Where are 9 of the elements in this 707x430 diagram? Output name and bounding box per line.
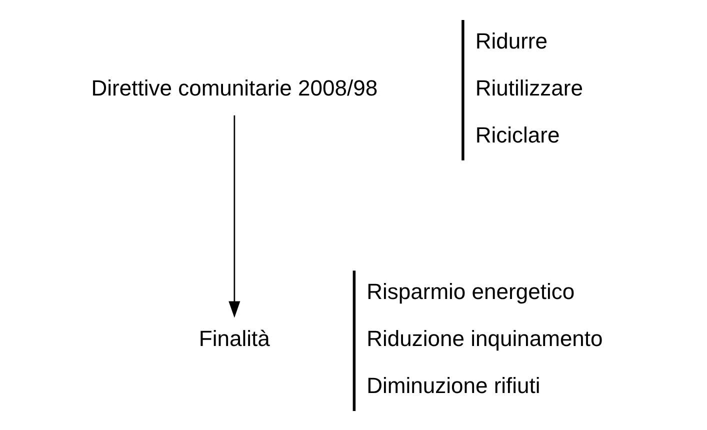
label: Ridurre	[475, 28, 548, 54]
label: Riciclare	[475, 122, 560, 147]
node-text: Finalità	[198, 326, 270, 351]
arrow	[228, 114, 240, 318]
label: Riutilizzare	[475, 74, 584, 100]
label: Riduzione inquinamento	[366, 326, 603, 351]
label: Diminuzione rifiuti	[366, 372, 540, 398]
label: Risparmio energetico	[366, 278, 575, 304]
node-text: Direttive comunitarie 2008/98	[91, 74, 378, 100]
